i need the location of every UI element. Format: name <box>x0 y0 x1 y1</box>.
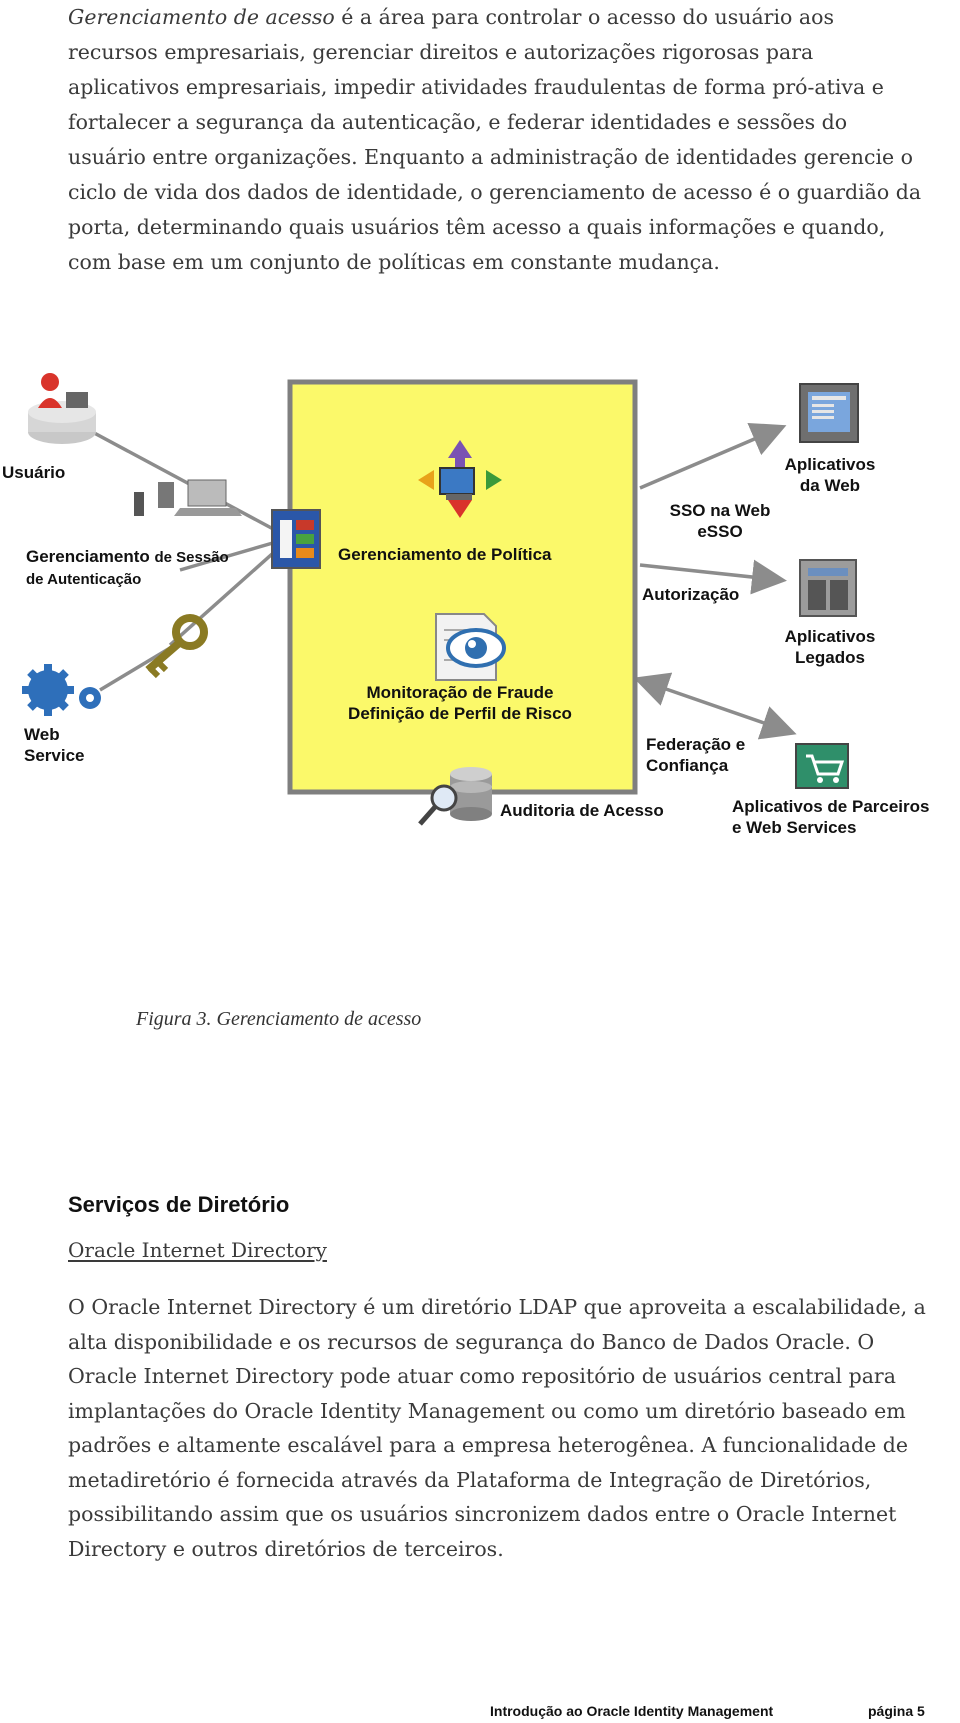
figure-caption: Figura 3. Gerenciamento de acesso <box>136 1008 422 1030</box>
label-web-apps-1: Aplicativos <box>784 455 876 474</box>
devices-icon <box>134 479 242 516</box>
label-sso-1: SSO na Web <box>669 501 771 520</box>
intro-paragraph: Gerenciamento de acesso é a área para co… <box>68 0 928 280</box>
label-sso: SSO na Web eSSO <box>650 500 790 542</box>
intro-text: é a área para controlar o acesso do usuá… <box>68 5 922 274</box>
page-number: página 5 <box>868 1703 925 1719</box>
shopping-cart-icon <box>795 743 849 789</box>
section-title: Serviços de Diretório <box>68 1192 290 1217</box>
web-window-icon <box>799 383 859 443</box>
label-legacy-apps-1: Aplicativos <box>784 627 876 646</box>
label-sso-2: eSSO <box>697 522 743 541</box>
label-web-apps: Aplicativos da Web <box>770 454 890 496</box>
label-fraud-1: Monitoração de Fraude <box>366 683 554 702</box>
label-partner-apps-1: Aplicativos de Parceiros <box>732 797 930 816</box>
label-federation-2: Confiança <box>646 756 729 775</box>
eye-document-icon <box>435 613 506 681</box>
id-card-icon <box>271 509 321 569</box>
label-partner-apps: Aplicativos de Parceiros e Web Services <box>732 796 929 838</box>
label-access-audit: Auditoria de Acesso <box>500 801 664 820</box>
label-federation-1: Federação e <box>646 735 746 754</box>
label-partner-apps-2: e Web Services <box>732 818 857 837</box>
label-web-service-1: Web <box>24 725 60 744</box>
server-icon <box>799 559 857 617</box>
section-body: O Oracle Internet Directory é um diretór… <box>68 1295 926 1561</box>
label-session-main: Gerenciamento <box>26 547 150 566</box>
footer-title: Introdução ao Oracle Identity Management <box>490 1703 774 1719</box>
label-session-management: Gerenciamento de Sessão de Autenticação <box>26 546 229 590</box>
label-fraud-2: Definição de Perfil de Risco <box>348 704 572 723</box>
label-policy-management: Gerenciamento de Política <box>338 545 552 564</box>
center-box <box>287 379 638 795</box>
label-legacy-apps-2: Legados <box>795 648 865 667</box>
label-web-service-2: Service <box>24 746 85 765</box>
key-icon <box>145 614 208 679</box>
label-authorization: Autorização <box>642 585 740 604</box>
label-usuario: Usuário <box>2 463 66 482</box>
database-magnifier-icon <box>418 767 492 826</box>
intro-term: Gerenciamento de acesso <box>68 5 335 29</box>
access-management-diagram: Usuário Gerenciamento de Sessão de Autent… <box>0 370 960 850</box>
label-web-apps-2: da Web <box>799 476 861 495</box>
policy-arrows-computer-icon <box>418 440 502 518</box>
user-desk-icon <box>28 373 96 444</box>
label-session-rest: de Sessão <box>154 549 229 566</box>
label-session-line2: de Autenticação <box>26 571 142 588</box>
subsection-title: Oracle Internet Directory <box>68 1238 327 1262</box>
label-federation: Federação e Confiança <box>646 734 745 776</box>
gears-icon <box>22 664 101 716</box>
diagram-graphics <box>22 373 859 826</box>
connector-lines <box>69 418 797 740</box>
